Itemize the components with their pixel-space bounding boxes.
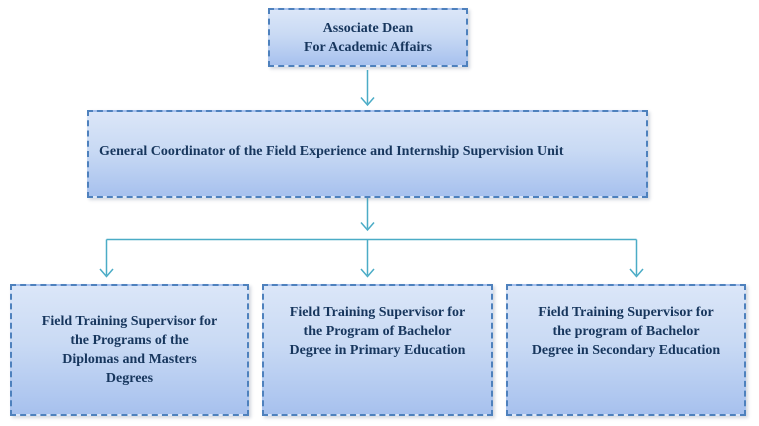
arrowhead-down-icon xyxy=(360,268,375,278)
connector-drop-middle xyxy=(360,239,375,278)
node-supervisor-diplomas-masters: Field Training Supervisor for the Progra… xyxy=(10,284,249,416)
connector-drop-left xyxy=(99,239,114,278)
node-supervisor-secondary-education: Field Training Supervisor for the progra… xyxy=(506,284,746,416)
node-general-coordinator: General Coordinator of the Field Experie… xyxy=(87,110,648,198)
arrowhead-down-icon xyxy=(99,268,114,278)
arrowhead-down-icon xyxy=(360,97,375,107)
arrowhead-down-icon xyxy=(629,268,644,278)
arrowhead-down-icon xyxy=(360,222,375,232)
connector-drop-right xyxy=(629,239,644,278)
connector-coordinator-stub xyxy=(360,198,375,232)
node-associate-dean: Associate Dean For Academic Affairs xyxy=(268,8,468,67)
connector-dean-to-coordinator xyxy=(360,70,375,107)
node-supervisor-primary-education: Field Training Supervisor for the Progra… xyxy=(262,284,493,416)
